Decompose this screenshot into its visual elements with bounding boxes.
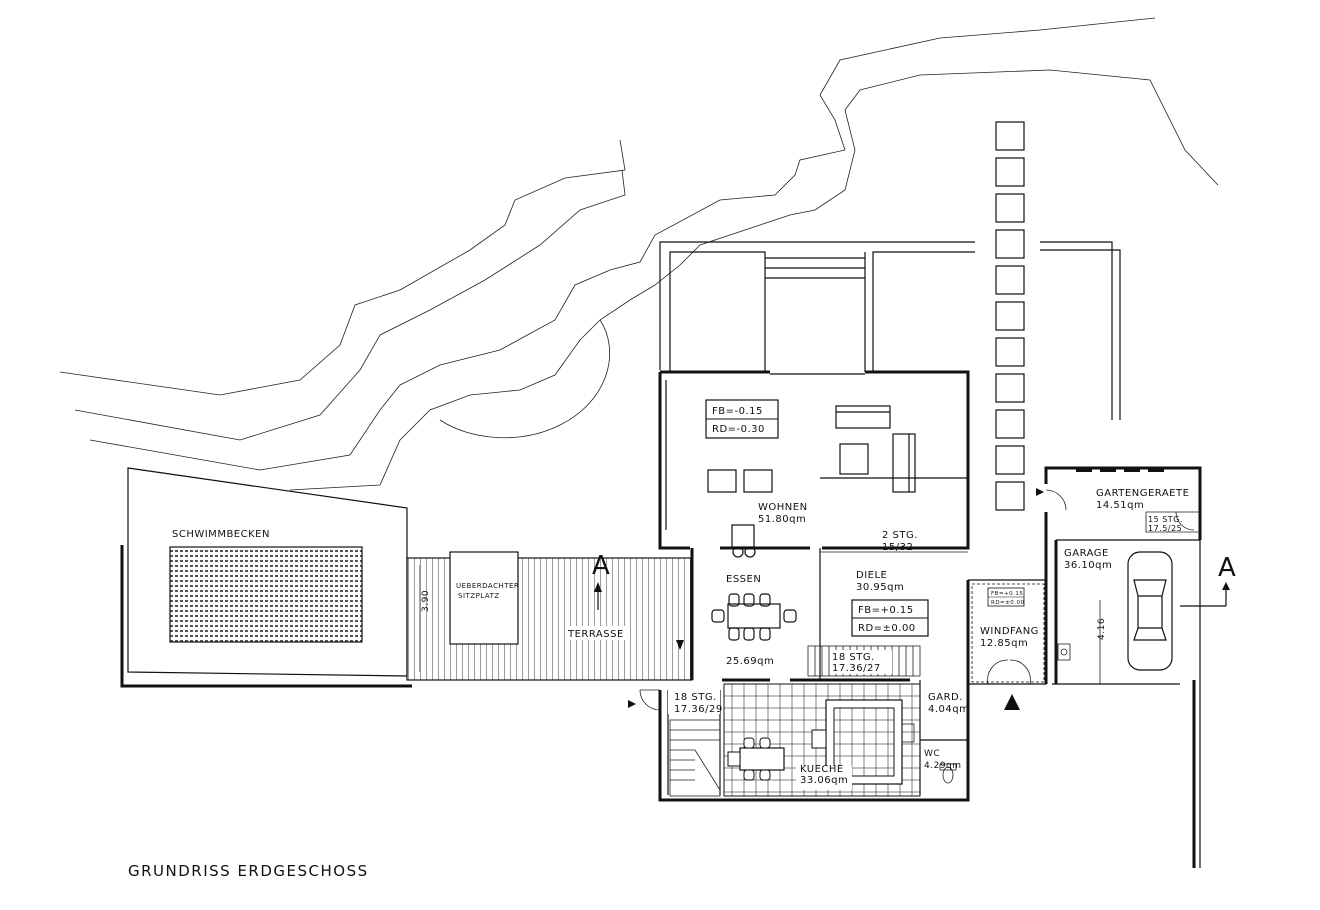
windfang-area: 12.85qm xyxy=(980,638,1028,649)
garden-shed-shelves xyxy=(1076,468,1164,472)
diele-level-box: FB=+0.15 RD=±0.00 xyxy=(851,599,929,637)
stair-west-label: 18 STG. xyxy=(674,692,717,703)
garage-stair xyxy=(1145,511,1200,533)
wohnen-label: WOHNEN xyxy=(758,502,808,513)
wc-fixtures xyxy=(901,723,957,784)
garage-area: 36.10qm xyxy=(1064,560,1112,571)
windfang-level-box: FB=+0.15 RD=±0.00 xyxy=(987,587,1025,607)
gartengeraete-area: 14.51qm xyxy=(1096,500,1144,511)
terrace-label: TERRASSE xyxy=(567,629,624,640)
car xyxy=(1127,551,1173,671)
garage-dimension: 4.16 xyxy=(1097,618,1107,640)
diele-area: 30.95qm xyxy=(856,582,904,593)
stair-2-label: 2 STG. xyxy=(882,530,918,541)
windfang-label: WINDFANG xyxy=(980,626,1039,637)
stair-2-ratio: 15/32 xyxy=(882,542,913,553)
svg-text:SITZPLATZ: SITZPLATZ xyxy=(458,592,500,600)
stair-18-label: 18 STG. xyxy=(832,652,875,663)
drawing-title: GRUNDRISS ERDGESCHOSS xyxy=(128,862,369,880)
section-marker-right: A xyxy=(1180,553,1236,607)
svg-text:RD=±0.00: RD=±0.00 xyxy=(858,623,916,634)
kitchen-furniture xyxy=(727,699,903,785)
svg-text:RD=-0.30: RD=-0.30 xyxy=(712,424,765,435)
stepping-stones xyxy=(995,121,1025,511)
wc-label: WC xyxy=(924,749,940,759)
main-entry-arrow xyxy=(1004,694,1020,710)
stair-west-ratio: 17.36/29 xyxy=(674,704,723,715)
garage-walls xyxy=(1044,466,1202,868)
dining-table xyxy=(711,593,797,641)
gard-area: 4.04qm xyxy=(928,704,969,715)
terrace: UEBERDACHTER SITZPLATZ TERRASSE 3.90 xyxy=(406,551,693,681)
garage-fixture xyxy=(1057,643,1071,661)
terrain-contours xyxy=(59,17,1219,491)
pool-label: SCHWIMMBECKEN xyxy=(172,529,270,540)
living-furniture xyxy=(707,405,916,558)
shed-entry-arrow xyxy=(1036,488,1044,496)
house-walls xyxy=(658,370,970,802)
svg-text:FB=-0.15: FB=-0.15 xyxy=(712,406,763,417)
garage-label: GARAGE xyxy=(1064,548,1109,559)
stair-15-label: 15 STG. xyxy=(1148,515,1183,524)
section-marker-left: A xyxy=(592,551,610,610)
svg-text:FB=+0.15: FB=+0.15 xyxy=(991,591,1023,597)
svg-text:A: A xyxy=(592,551,610,581)
wohnen-area: 51.80qm xyxy=(758,514,806,525)
essen-label: ESSEN xyxy=(726,574,761,585)
terrace-dimension: 3.90 xyxy=(421,590,431,612)
wc-area: 4.29qm xyxy=(924,761,962,771)
stair-15-ratio: 17.5/25 xyxy=(1148,524,1182,533)
gartengeraete-label: GARTENGERAETE xyxy=(1096,488,1189,499)
kueche-area: 33.06qm xyxy=(800,775,848,786)
west-stair xyxy=(669,719,721,797)
garden-walls xyxy=(659,241,1121,420)
stair-18-ratio: 17.36/27 xyxy=(832,663,881,674)
covered-seating xyxy=(449,551,519,645)
svg-text:A: A xyxy=(1218,553,1236,583)
kueche-label: KUECHE xyxy=(800,764,844,775)
svg-text:RD=±0.00: RD=±0.00 xyxy=(991,600,1025,606)
wohnen-level-box: FB=-0.15 RD=-0.30 xyxy=(705,399,779,439)
essen-area: 25.69qm xyxy=(726,656,774,667)
svg-text:UEBERDACHTER: UEBERDACHTER xyxy=(456,582,519,590)
diele-label: DIELE xyxy=(856,570,887,581)
pool-area: SCHWIMMBECKEN xyxy=(120,467,412,688)
svg-text:FB=+0.15: FB=+0.15 xyxy=(858,605,914,616)
gard-label: GARD. xyxy=(928,692,963,703)
entry-arrow-west xyxy=(628,700,636,708)
pool-basin xyxy=(169,546,363,643)
